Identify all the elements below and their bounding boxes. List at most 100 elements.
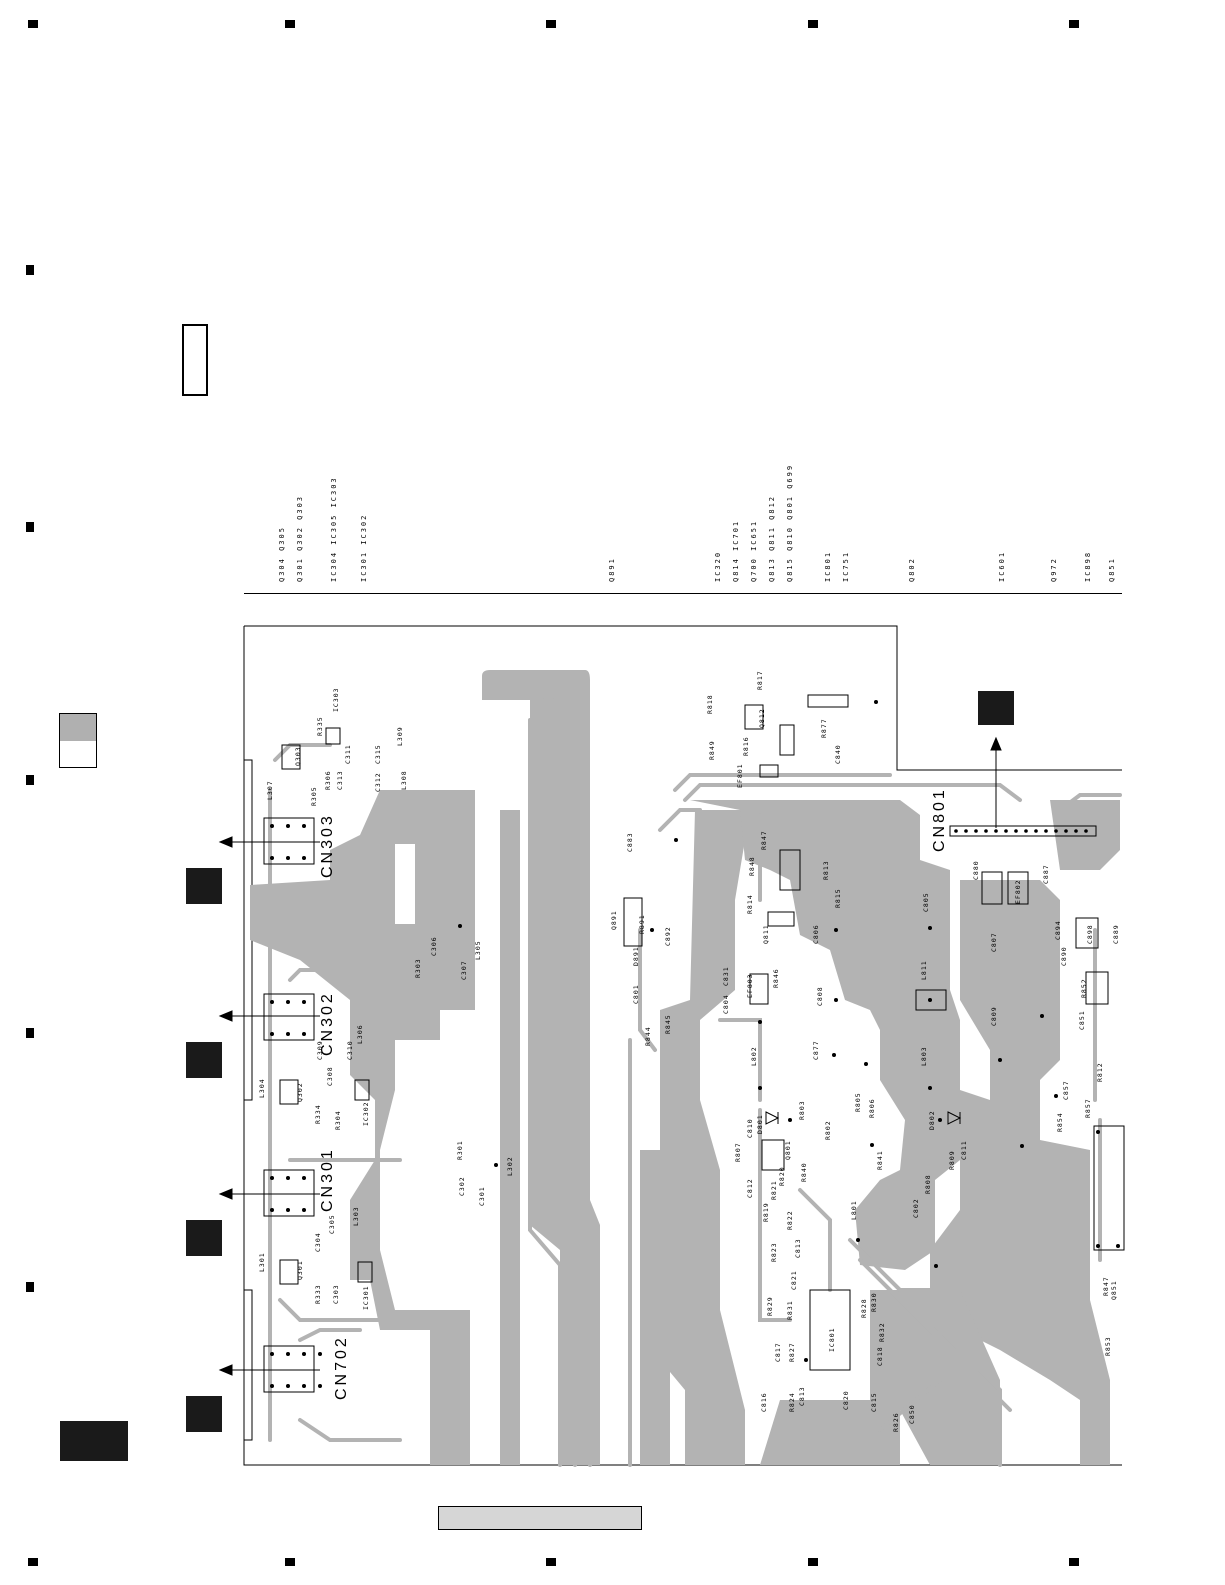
- component-label: R305: [310, 786, 318, 806]
- component-label: L305: [474, 940, 482, 960]
- component-label: IC303: [332, 687, 340, 712]
- component-label: R812: [1096, 1062, 1104, 1082]
- component-label: R818: [706, 694, 714, 714]
- component-label: L301: [258, 1252, 266, 1272]
- connector-labels: CN303 CN302 CN301 CN702 CN801: [319, 787, 948, 1400]
- component-label: C890: [1060, 946, 1068, 966]
- connector-label-cn301: CN301: [319, 1147, 336, 1212]
- component-label: R806: [868, 1098, 876, 1118]
- component-outlines: [279, 694, 1125, 1371]
- component-label: C821: [790, 1270, 798, 1290]
- component-label: C850: [908, 1404, 916, 1424]
- component-label: L303: [352, 1206, 360, 1226]
- registration-mark: [1069, 20, 1079, 28]
- component-label: C805: [922, 892, 930, 912]
- component-labels: Q303 R335 IC303 L307 C313 C311 C312 C315…: [258, 670, 1120, 1432]
- component-label: L308: [400, 770, 408, 790]
- registration-mark: [26, 265, 34, 275]
- registration-mark: [28, 20, 38, 28]
- component-label: C812: [746, 1178, 754, 1198]
- component-label: C315: [374, 744, 382, 764]
- component-label: L302: [506, 1156, 514, 1176]
- component-label: R821: [770, 1180, 778, 1200]
- component-label: R854: [1056, 1112, 1064, 1132]
- component-label: IC302: [362, 1101, 370, 1126]
- component-label: R303: [414, 958, 422, 978]
- component-label: Q891: [610, 910, 618, 930]
- component-label: C818: [876, 1346, 884, 1366]
- black-index-tab: [60, 1421, 128, 1461]
- component-label: R844: [644, 1026, 652, 1046]
- registration-mark: [1069, 1558, 1079, 1566]
- component-label: R808: [924, 1174, 932, 1194]
- registration-mark: [808, 20, 818, 28]
- component-label: C308: [326, 1066, 334, 1086]
- component-label: C305: [328, 1214, 336, 1234]
- component-label: C313: [336, 770, 344, 790]
- bottom-title-bar: [438, 1506, 642, 1530]
- component-label: R815: [834, 888, 842, 908]
- component-label: R301: [456, 1140, 464, 1160]
- component-label: R819: [762, 1202, 770, 1222]
- component-label: C880: [972, 860, 980, 880]
- component-label: R823: [770, 1242, 778, 1262]
- component-label: L304: [258, 1078, 266, 1098]
- component-label: R828: [860, 1298, 868, 1318]
- component-label: Q851: [1110, 1280, 1118, 1300]
- connector-pins: [270, 824, 1088, 1388]
- component-label: C877: [812, 1040, 820, 1060]
- component-label: L803: [920, 1046, 928, 1066]
- component-label: L306: [356, 1024, 364, 1044]
- component-label: C892: [664, 926, 672, 946]
- component-label: R820: [778, 1166, 786, 1186]
- component-label: Q301: [296, 1260, 304, 1280]
- registration-mark: [285, 20, 295, 28]
- component-label: C310: [346, 1040, 354, 1060]
- component-label: C808: [816, 986, 824, 1006]
- component-label: R304: [334, 1110, 342, 1130]
- component-label: R877: [820, 718, 828, 738]
- component-label: R802: [824, 1120, 832, 1140]
- copper-pours: [250, 670, 1120, 1465]
- component-label: R853: [1104, 1336, 1112, 1356]
- component-label: R891: [638, 914, 646, 934]
- registration-mark: [26, 1028, 34, 1038]
- component-label: R824: [788, 1392, 796, 1412]
- component-label: C307: [460, 960, 468, 980]
- component-label: C815: [870, 1392, 878, 1412]
- component-label: R847: [760, 830, 768, 850]
- component-label: Q303: [294, 746, 302, 766]
- diodes: [765, 1111, 962, 1125]
- component-label: R335: [316, 716, 324, 736]
- component-label: L309: [396, 726, 404, 746]
- component-label: C831: [722, 966, 730, 986]
- index-blocks: [186, 691, 1014, 1432]
- component-label: R805: [854, 1092, 862, 1112]
- component-label: Q801: [784, 1140, 792, 1160]
- component-label: C312: [374, 772, 382, 792]
- component-label: R846: [772, 968, 780, 988]
- component-label: R334: [314, 1104, 322, 1124]
- registration-mark: [808, 1558, 818, 1566]
- component-label: R333: [314, 1284, 322, 1304]
- component-label: R814: [746, 894, 754, 914]
- component-label: C302: [458, 1176, 466, 1196]
- component-label: R829: [766, 1296, 774, 1316]
- registration-mark: [546, 20, 556, 28]
- component-label: C301: [478, 1186, 486, 1206]
- component-label: C309: [316, 1040, 324, 1060]
- component-label: D801: [756, 1114, 764, 1134]
- component-label: C813: [798, 1386, 806, 1406]
- side-index-tab: [59, 713, 97, 768]
- component-label: C820: [842, 1390, 850, 1410]
- component-label: R306: [324, 770, 332, 790]
- component-label: R848: [748, 856, 756, 876]
- component-label: C810: [746, 1118, 754, 1138]
- registration-mark: [26, 775, 34, 785]
- component-label: R827: [788, 1342, 796, 1362]
- registration-mark: [546, 1558, 556, 1566]
- component-label: R857: [1084, 1098, 1092, 1118]
- connector-label-cn702: CN702: [333, 1335, 350, 1400]
- component-label: R813: [822, 860, 830, 880]
